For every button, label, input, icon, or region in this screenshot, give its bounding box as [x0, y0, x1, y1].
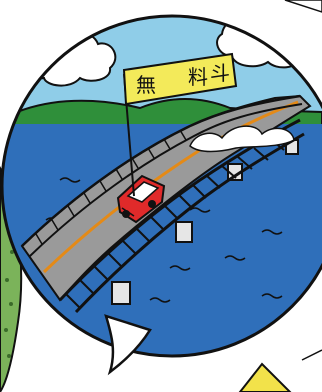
far-railing-posts: [35, 129, 187, 245]
corner-line: [284, 0, 322, 13]
center-line: [42, 100, 299, 274]
car: [116, 174, 166, 224]
flag-char-3: 斗: [210, 61, 230, 85]
sea-waves: [45, 177, 283, 303]
flag-char-1: 無: [136, 73, 156, 97]
flag-char-2: 料: [188, 65, 208, 89]
bridge-pillars: [111, 139, 299, 305]
corner-yellow-shape: [238, 362, 292, 392]
circle-outline: [0, 14, 322, 358]
corner-mark: [301, 349, 322, 361]
bubble-tail: [104, 314, 152, 376]
far-railing-lower: [29, 103, 303, 257]
near-railing-posts: [65, 138, 285, 309]
sea-spray: [189, 125, 295, 153]
flag: [122, 52, 238, 106]
